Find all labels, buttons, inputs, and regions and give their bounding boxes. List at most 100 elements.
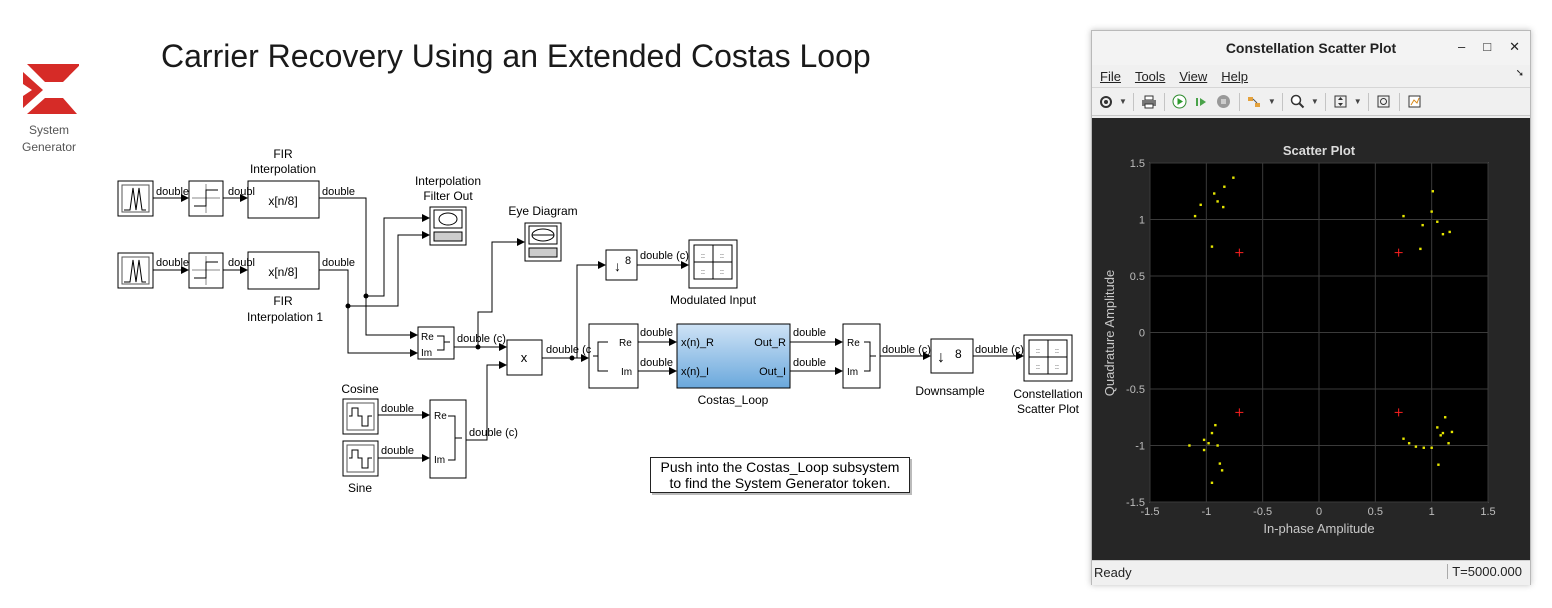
y-tick-label: -1.5 [1126, 497, 1145, 509]
dropdown-arrow-icon[interactable]: ▼ [1119, 97, 1127, 106]
scatter-point [1439, 434, 1442, 437]
costas-out-r: Out_R [754, 337, 786, 349]
downsample-block[interactable] [930, 338, 974, 374]
menu-tools[interactable]: Tools [1134, 68, 1166, 84]
reference-point [1394, 248, 1403, 257]
real-imag-to-complex-3[interactable] [842, 323, 881, 389]
step-forward-icon[interactable] [1193, 93, 1211, 111]
fir-interpolation-1-block[interactable] [247, 251, 320, 290]
simulink-diagram: x[n/8] FIR Interpolation x[n/8] FIR Inte… [117, 147, 1083, 495]
quantizer-block-1[interactable] [188, 180, 224, 217]
scatter-point [1448, 230, 1451, 234]
constellation-title-2: Scatter Plot [1017, 402, 1080, 416]
reference-point [1235, 408, 1244, 417]
y-tick-label: 1 [1139, 215, 1145, 227]
constellation-title-1: Constellation [1013, 387, 1082, 401]
signal-label: double [640, 357, 673, 369]
dropdown-arrow-icon[interactable]: ▼ [1267, 97, 1276, 106]
menu-file[interactable]: File [1100, 68, 1121, 84]
x-tick-label: 0.5 [1368, 506, 1383, 518]
data-cursor-icon[interactable] [1406, 93, 1424, 111]
scatter-point [1218, 462, 1222, 465]
maximize-button[interactable]: □ [1483, 39, 1492, 54]
signal-source-1[interactable] [117, 180, 154, 217]
logo-caption-1: System [28, 123, 69, 137]
real-imag-to-complex-1[interactable] [417, 326, 455, 360]
svg-text:::: :: [720, 253, 724, 260]
y-tick-label: 1.5 [1130, 158, 1145, 170]
sine-source[interactable] [342, 440, 379, 477]
svg-text:::: :: [1055, 364, 1059, 371]
scatter-point [1210, 245, 1214, 248]
signal-source-2[interactable] [117, 252, 154, 289]
signal-label: double [156, 257, 189, 269]
scatter-point [1407, 442, 1411, 445]
fir2-title-2: Interpolation 1 [247, 310, 323, 324]
menu-view[interactable]: View [1179, 68, 1208, 84]
quantizer-block-2[interactable] [188, 252, 224, 289]
scatter-point [1199, 203, 1202, 207]
costas-port-i: x(n)_I [681, 366, 709, 378]
constellation-scatter-scope[interactable]: :: :: :: :: [1023, 334, 1073, 382]
menu-bar: File Tools View Help ➘ [1092, 65, 1530, 87]
real-imag-to-complex-2[interactable] [429, 399, 467, 479]
signal-label: double [640, 327, 673, 339]
interpolation-filter-scope[interactable] [429, 206, 467, 246]
scatter-point [1419, 247, 1422, 251]
signal-label: double [793, 327, 826, 339]
minimize-button[interactable]: – [1458, 39, 1466, 54]
down-arrow-icon: ↓ [614, 258, 621, 274]
scatter-point [1430, 210, 1433, 213]
scatter-plot-window[interactable]: Constellation Scatter Plot – □ ✕ File To… [1091, 30, 1531, 585]
fit-to-view-icon[interactable] [1375, 93, 1393, 111]
scatter-point [1216, 200, 1219, 203]
scatter-point [1202, 438, 1206, 442]
highlight-simulink-icon[interactable] [1246, 93, 1264, 111]
scatter-point [1232, 176, 1235, 179]
cri1-re: Re [619, 338, 632, 349]
costas-title: Costas_Loop [698, 393, 769, 407]
simulation-time: T=5000.000 [1447, 564, 1522, 579]
zoom-in-icon[interactable] [1289, 93, 1307, 111]
eye-diagram-scope[interactable] [524, 222, 562, 262]
y-tick-label: 0 [1139, 328, 1145, 340]
stop-icon[interactable] [1215, 93, 1233, 111]
product-block[interactable] [506, 339, 543, 376]
modulated-input-scope[interactable]: :: :: :: :: [688, 239, 738, 289]
ri3-im: Im [847, 367, 858, 378]
dropdown-arrow-icon[interactable]: ▼ [1310, 97, 1319, 106]
settings-gear-icon[interactable] [1097, 93, 1115, 111]
menu-help[interactable]: Help [1221, 68, 1249, 84]
print-icon[interactable] [1140, 93, 1158, 111]
signal-label: double [322, 186, 355, 198]
scale-axes-icon[interactable] [1332, 93, 1350, 111]
dropdown-arrow-icon[interactable]: ▼ [1353, 97, 1362, 106]
down8-content: 8 [625, 255, 631, 267]
scatter-point [1402, 437, 1405, 440]
cosine-source[interactable] [342, 398, 379, 435]
close-button[interactable]: ✕ [1509, 39, 1520, 54]
signal-label: double [156, 186, 189, 198]
run-icon[interactable] [1171, 93, 1189, 111]
scope-title-2: Filter Out [423, 189, 473, 203]
window-titlebar[interactable]: Constellation Scatter Plot – □ ✕ [1092, 31, 1530, 65]
scatter-point [1436, 426, 1439, 429]
downsample-8-block[interactable] [605, 249, 638, 281]
product-content: x [521, 350, 528, 365]
x-axis-label: In-phase Amplitude [1263, 521, 1374, 536]
fir-interpolation-block[interactable] [247, 180, 320, 219]
status-bar: Ready T=5000.000 [1092, 560, 1530, 585]
dock-arrow-icon[interactable]: ➘ [1515, 68, 1524, 79]
costas-loop-subsystem[interactable] [676, 323, 791, 389]
scatter-point [1222, 205, 1225, 209]
svg-text:::: :: [1036, 348, 1040, 355]
y-tick-label: -1 [1135, 441, 1145, 453]
ri2-re: Re [434, 411, 447, 422]
signal-label: double (c) [457, 333, 506, 345]
scope-title-1: Interpolation [415, 174, 481, 188]
fir2-title-1: FIR [273, 294, 293, 308]
y-tick-label: -0.5 [1126, 384, 1145, 396]
ri1-im: Im [421, 348, 432, 359]
